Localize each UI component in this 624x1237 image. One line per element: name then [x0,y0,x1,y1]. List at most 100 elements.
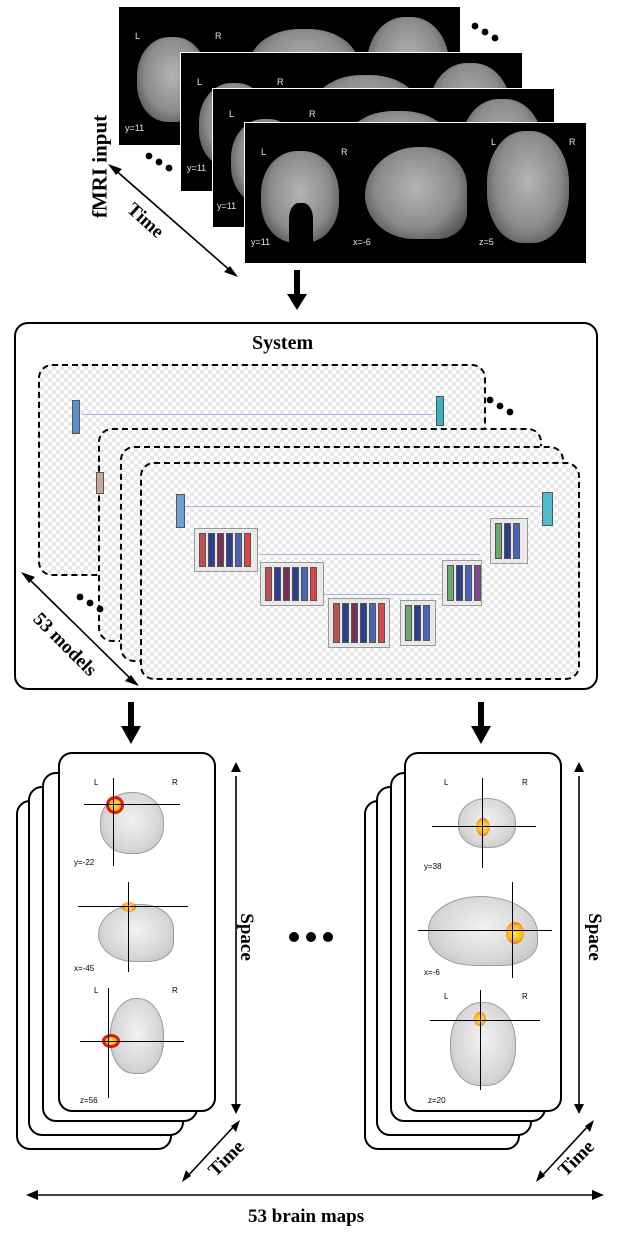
decoder-block-2 [442,560,482,606]
crosshair-vertical [128,882,129,972]
conv-layer [310,567,317,601]
flow-arrow-down [121,702,141,744]
space-label-right: Space [583,913,605,961]
model-card-front [140,462,580,680]
brain-map-axial [110,998,164,1074]
skip-connection [260,554,480,555]
slice-coordinate: y=11 [125,123,145,133]
hemisphere-left-label: L [94,986,99,995]
input-layer-block [176,494,185,528]
system-title: System [252,332,314,354]
slice-coordinate: z=56 [80,1096,98,1105]
layer-block [72,400,80,434]
conv-layer [226,533,233,567]
hemisphere-right-label: R [569,137,576,147]
activation-blob [106,796,124,814]
brain-maps-axis-arrow [26,1190,604,1200]
hemisphere-right-label: R [341,147,348,157]
slice-coordinate-sagittal: x=-6 [353,237,371,247]
flow-arrow-down [287,270,307,310]
conv-layer [199,533,206,567]
slice-coordinate: y=11 [187,163,207,173]
conv-layer [274,567,281,601]
models-axis-arrow [21,572,139,686]
slice-coordinate: z=20 [428,1096,446,1105]
fmri-frame-front: L R L R y=11 x=-6 z=5 [244,122,587,264]
brain-slice-sagittal [365,147,467,239]
conv-layer [414,605,421,641]
skip-connection [322,594,450,595]
conv-layer [333,603,340,643]
ellipsis-icon [471,22,499,42]
system-box: System [14,322,598,690]
hemisphere-right-label: R [215,31,222,41]
hemisphere-left-label: L [491,137,497,147]
crosshair-horizontal [80,1041,184,1042]
time-axis-arrow [536,1120,594,1182]
crosshair-horizontal [418,930,552,931]
flow-arrow-down [471,702,491,744]
decoder-block-3 [490,518,528,564]
conv-layer [447,565,454,601]
ellipsis-icon [486,396,514,416]
time-axis-arrow [182,1120,240,1182]
brain-map-card-front: L R y=-22 x=-45 L R z=56 [58,752,216,1112]
skip-connection [182,506,540,507]
time-axis-arrow [108,164,238,277]
brain-slice-axial [487,131,569,243]
decoder-block-1 [400,600,436,646]
hemisphere-left-label: L [444,992,449,1001]
crosshair-vertical [480,990,481,1090]
activation-blob [476,818,490,836]
encoder-block-1 [194,528,258,572]
conv-layer [456,565,463,601]
crosshair-vertical [108,988,109,1098]
conv-layer [208,533,215,567]
conv-layer [265,567,272,601]
crosshair-horizontal [78,906,188,907]
output-layer-block [542,492,553,526]
ellipsis-icon [145,152,173,172]
conv-layer [360,603,367,643]
conv-layer [405,605,412,641]
conv-layer [244,533,251,567]
conv-layer [474,565,481,601]
hemisphere-right-label: R [172,986,178,995]
space-label-left: Space [235,913,257,961]
layer-block [436,396,444,426]
hemisphere-right-label: R [522,778,528,787]
skip-connection [82,414,434,415]
space-axis-arrow [231,762,241,1114]
conv-layer [217,533,224,567]
conv-layer [235,533,242,567]
hemisphere-left-label: L [135,31,141,41]
ellipsis-icon [76,593,104,613]
hemisphere-left-label: L [261,147,267,157]
brain-map-card-front: L R y=38 x=-6 L R z=20 [404,752,562,1112]
hemisphere-left-label: L [229,109,235,119]
conv-layer [465,565,472,601]
crosshair-horizontal [432,826,536,827]
activation-blob [122,902,136,912]
hemisphere-right-label: R [277,77,284,87]
conv-layer [369,603,376,643]
hemisphere-left-label: L [94,778,99,787]
conv-layer [504,523,511,559]
hemisphere-right-label: R [309,109,316,119]
brain-maps-count-label: 53 brain maps [248,1206,365,1227]
conv-layer [351,603,358,643]
space-axis-arrow [574,762,584,1114]
crosshair-vertical [482,778,483,868]
encoder-block-2 [260,562,324,606]
slice-coordinate: y=-22 [74,858,95,867]
bottleneck-block [328,598,390,648]
conv-layer [495,523,502,559]
crosshair-horizontal [84,804,180,805]
conv-layer [513,523,520,559]
hemisphere-left-label: L [444,778,449,787]
conv-layer [378,603,385,643]
layer-block [96,472,104,494]
slice-coordinate-axial: z=5 [479,237,494,247]
slice-coordinate: x=-6 [424,968,440,977]
